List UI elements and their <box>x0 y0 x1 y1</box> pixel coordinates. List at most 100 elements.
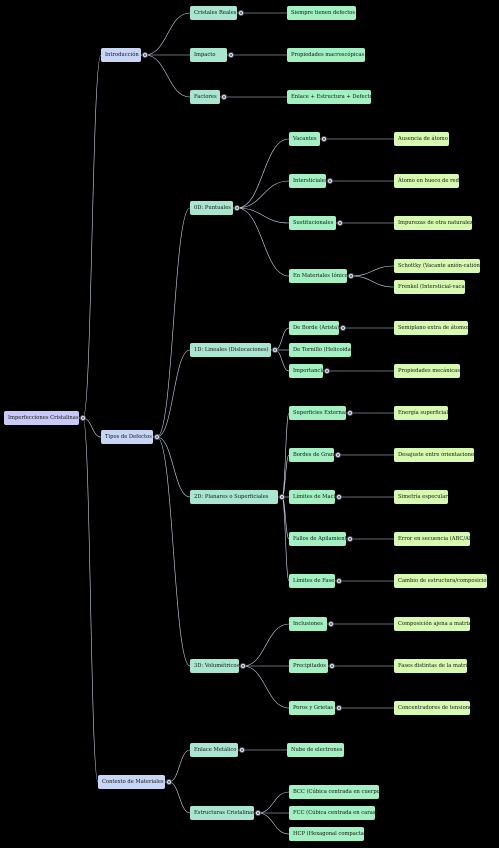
collapse-toggle-fallos-de-apilamiento[interactable] <box>347 536 353 542</box>
node-de-tornillo-helicoidal[interactable]: De Tornillo (Helicoidal) <box>289 343 354 357</box>
node-ausencia-de-atomo[interactable]: Ausencia de átomo <box>394 132 449 146</box>
node-energia-superficial[interactable]: Energía superficial <box>394 406 448 420</box>
node-factores[interactable]: Factores <box>190 90 220 104</box>
collapse-toggle-imperfecciones-cristalinas[interactable] <box>80 415 86 421</box>
collapse-toggle-poros-y-grietas[interactable] <box>336 705 342 711</box>
collapse-toggle-importancia[interactable] <box>324 368 330 374</box>
node-importancia[interactable]: Importancia <box>289 364 325 378</box>
edge-tipos-de-defectos-0d-puntuales <box>156 207 191 438</box>
collapse-toggle-superficies-externas[interactable] <box>347 410 353 416</box>
collapse-toggle-contexto-de-materiales[interactable] <box>166 779 172 785</box>
collapse-toggle-introduccion[interactable] <box>142 52 148 58</box>
edge-introduccion-cristales-reales <box>144 12 191 56</box>
edge-contexto-de-materiales-enlace-metalico <box>168 749 191 783</box>
node-composicion-ajena-a-matriz[interactable]: Composición ajena a matriz <box>394 617 471 631</box>
edge-tipos-de-defectos-1d-lineales-dislocaciones <box>156 349 191 438</box>
node-propiedades-mecanicas[interactable]: Propiedades mecánicas <box>394 364 460 378</box>
node-poros-y-grietas[interactable]: Poros y Grietas <box>289 701 335 715</box>
edge-imperfecciones-cristalinas-introduccion <box>82 54 102 419</box>
node-contexto-de-materiales[interactable]: Contexto de Materiales <box>98 775 165 789</box>
node-concentradores-de-tensiones[interactable]: Concentradores de tensiones <box>394 701 475 715</box>
node-desajuste-entre-orientaciones[interactable]: Desajuste entre orientaciones <box>394 448 477 462</box>
collapse-toggle-bordes-de-grano[interactable] <box>335 452 341 458</box>
collapse-toggle-factores[interactable] <box>221 94 227 100</box>
collapse-toggle-2d-planares-o-superficiales[interactable] <box>279 494 285 500</box>
collapse-toggle-enlace-metalico[interactable] <box>239 747 245 753</box>
node-schottky-vacante-anion-cation[interactable]: Schottky (Vacante anión-catión) <box>394 259 482 273</box>
node-atomo-en-hueco-de-red[interactable]: Átomo en hueco de red <box>394 174 459 188</box>
edge-0d-puntuales-vacantes <box>236 138 290 209</box>
node-tipos-de-defectos[interactable]: Tipos de Defectos <box>101 430 153 444</box>
collapse-toggle-en-materiales-ionicos[interactable] <box>348 273 354 279</box>
node-bordes-de-grano[interactable]: Bordes de Grano <box>289 448 337 462</box>
node-estructuras-cristalinas[interactable]: Estructuras Cristalinas <box>190 806 255 820</box>
collapse-toggle-sustitucionales[interactable] <box>337 220 343 226</box>
collapse-toggle-cristales-reales[interactable] <box>238 10 244 16</box>
node-enlace-estructura-defectos[interactable]: Enlace + Estructura + Defectos <box>287 90 375 104</box>
node-nube-de-electrones[interactable]: Nube de electrones <box>287 743 344 757</box>
edge-0d-puntuales-intersticiales <box>236 180 290 209</box>
node-hcp-hexagonal-compacta[interactable]: HCP (Hexagonal compacta) <box>289 827 366 841</box>
edge-1d-lineales-dislocaciones-de-borde-arista <box>274 327 290 351</box>
edge-3d-volumetricos-poros-y-grietas <box>242 665 290 709</box>
edge-en-materiales-ionicos-schottky-vacante-anion-cation <box>350 265 395 277</box>
edge-imperfecciones-cristalinas-contexto-de-materiales <box>82 417 99 783</box>
node-siempre-tienen-defectos[interactable]: Siempre tienen defectos <box>287 6 356 20</box>
collapse-toggle-tipos-de-defectos[interactable] <box>154 434 160 440</box>
edge-3d-volumetricos-inclusiones <box>242 623 290 667</box>
node-de-borde-arista[interactable]: De Borde (Arista) <box>289 321 339 335</box>
edge-1d-lineales-dislocaciones-importancia <box>274 349 290 372</box>
collapse-toggle-estructuras-cristalinas[interactable] <box>255 810 261 816</box>
node-imperfecciones-cristalinas[interactable]: Imperfecciones Cristalinas <box>4 411 79 425</box>
edge-0d-puntuales-en-materiales-ionicos <box>236 207 290 277</box>
node-impurezas-de-otra-naturaleza[interactable]: Impurezas de otra naturaleza <box>394 216 476 230</box>
edge-tipos-de-defectos-2d-planares-o-superficiales <box>156 436 191 498</box>
node-sustitucionales[interactable]: Sustitucionales <box>289 216 336 230</box>
collapse-toggle-vacantes[interactable] <box>321 136 327 142</box>
node-inclusiones[interactable]: Inclusiones <box>289 617 327 631</box>
node-frenkel-intersticial-vacante[interactable]: Frenkel (Intersticial-vacante) <box>394 280 475 294</box>
node-3d-volumetricos[interactable]: 3D: Volumétricos <box>190 659 239 673</box>
node-0d-puntuales[interactable]: 0D: Puntuales <box>190 201 233 215</box>
edge-tipos-de-defectos-3d-volumetricos <box>156 436 191 667</box>
node-impacto[interactable]: Impacto <box>190 48 227 62</box>
node-cristales-reales[interactable]: Cristales Reales <box>190 6 237 20</box>
collapse-toggle-3d-volumetricos[interactable] <box>240 663 246 669</box>
node-intersticiales[interactable]: Intersticiales <box>289 174 327 188</box>
node-bcc-cubica-centrada-en-cuerpo[interactable]: BCC (Cúbica centrada en cuerpo) <box>289 785 382 799</box>
collapse-toggle-1d-lineales-dislocaciones[interactable] <box>272 347 278 353</box>
node-propiedades-macroscopicas[interactable]: Propiedades macroscópicas <box>287 48 365 62</box>
collapse-toggle-impacto[interactable] <box>228 52 234 58</box>
node-vacantes[interactable]: Vacantes <box>289 132 320 146</box>
collapse-toggle-limites-de-macla[interactable] <box>336 494 342 500</box>
node-1d-lineales-dislocaciones[interactable]: 1D: Lineales (Dislocaciones) <box>190 343 271 357</box>
collapse-toggle-intersticiales[interactable] <box>327 178 333 184</box>
edge-en-materiales-ionicos-frenkel-intersticial-vacante <box>350 275 395 288</box>
collapse-toggle-limites-de-fase[interactable] <box>336 578 342 584</box>
node-fcc-cubica-centrada-en-caras[interactable]: FCC (Cúbica centrada en caras) <box>289 806 378 820</box>
node-superficies-externas[interactable]: Superficies Externas <box>289 406 348 420</box>
node-error-en-secuencia-abc-ab[interactable]: Error en secuencia (ABC/AB) <box>394 532 475 546</box>
collapse-toggle-precipitados[interactable] <box>329 663 335 669</box>
node-simetria-especular[interactable]: Simetría especular <box>394 490 448 504</box>
node-2d-planares-o-superficiales[interactable]: 2D: Planares o Superficiales <box>190 490 278 504</box>
node-fases-distintas-de-la-matriz[interactable]: Fases distintas de la matriz <box>394 659 470 673</box>
edge-introduccion-factores <box>144 54 191 98</box>
node-precipitados[interactable]: Precipitados <box>289 659 328 673</box>
node-enlace-metalico[interactable]: Enlace Metálico <box>190 743 238 757</box>
node-introduccion[interactable]: Introducción <box>101 48 141 62</box>
node-semiplano-extra-de-atomos[interactable]: Semiplano extra de átomos <box>394 321 470 335</box>
edge-estructuras-cristalinas-bcc-cubica-centrada-en-cuerpo <box>257 791 290 814</box>
collapse-toggle-inclusiones[interactable] <box>328 621 334 627</box>
edge-contexto-de-materiales-estructuras-cristalinas <box>168 781 191 814</box>
edge-0d-puntuales-sustitucionales <box>236 207 290 224</box>
node-limites-de-fase[interactable]: Límites de Fase <box>289 574 335 588</box>
node-fallos-de-apilamiento[interactable]: Fallos de Apilamiento <box>289 532 350 546</box>
node-limites-de-macla[interactable]: Límites de Macla <box>289 490 338 504</box>
edge-2d-planares-o-superficiales-superficies-externas <box>281 412 290 498</box>
collapse-toggle-de-borde-arista[interactable] <box>340 325 346 331</box>
node-en-materiales-ionicos[interactable]: En Materiales Iónicos <box>289 269 350 283</box>
collapse-toggle-0d-puntuales[interactable] <box>234 205 240 211</box>
node-cambio-de-estructura-composicion[interactable]: Cambio de estructura/composición <box>394 574 490 588</box>
edge-estructuras-cristalinas-hcp-hexagonal-compacta <box>257 812 290 835</box>
